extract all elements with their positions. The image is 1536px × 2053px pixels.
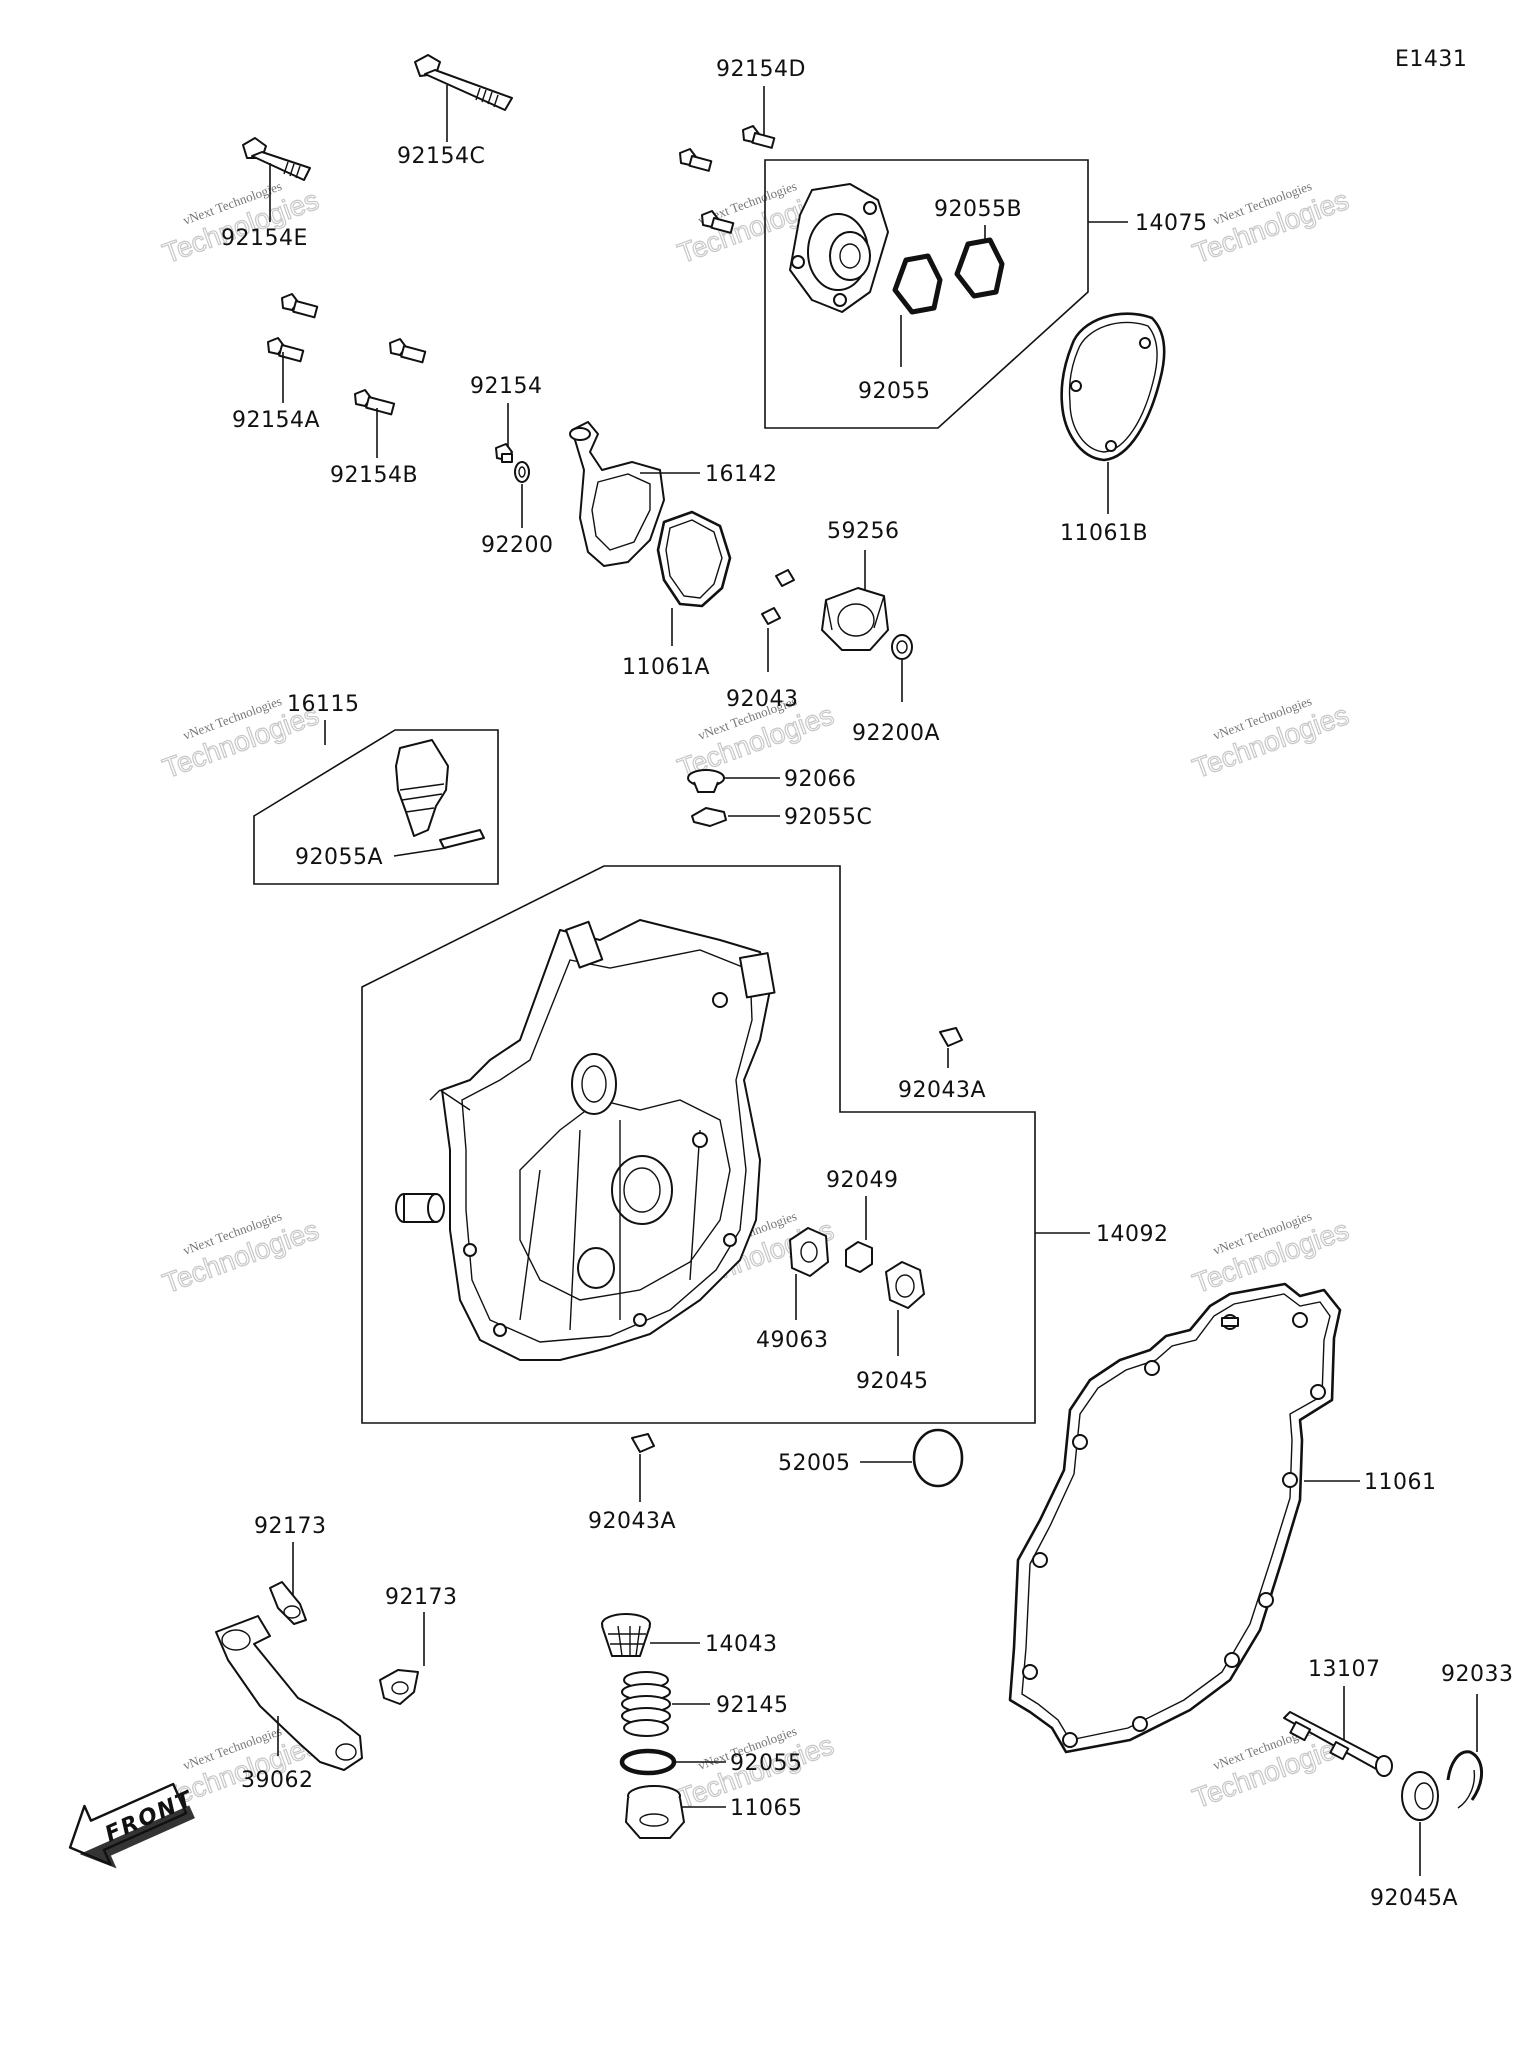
label-92043[interactable]: 92043: [726, 687, 799, 712]
label-14092[interactable]: 14092: [1096, 1222, 1169, 1247]
o-ring-92055B[interactable]: [954, 237, 1005, 299]
gasket-11061B[interactable]: [1060, 312, 1166, 462]
label-16142[interactable]: 16142: [705, 462, 778, 487]
o-ring-92055A[interactable]: [439, 829, 485, 849]
o-ring-92055-lower[interactable]: [619, 1748, 677, 1776]
label-92055B[interactable]: 92055B: [934, 197, 1022, 222]
label-52005[interactable]: 52005: [778, 1451, 851, 1476]
circlip-92033[interactable]: [1446, 1750, 1483, 1809]
watermark: vNext Technologies Technologies: [1188, 1208, 1353, 1300]
frame-14075: [764, 159, 1089, 429]
fitting-left[interactable]: [395, 1193, 445, 1223]
o-ring-52005[interactable]: [912, 1428, 964, 1488]
label-92055-upper[interactable]: 92055: [858, 379, 931, 404]
plug-16115[interactable]: [395, 739, 449, 837]
label-92033[interactable]: 92033: [1441, 1662, 1514, 1687]
nut-92049[interactable]: [845, 1241, 873, 1273]
rotor-59256[interactable]: [821, 587, 889, 651]
clamp-92173-a[interactable]: [269, 1581, 307, 1625]
label-13107[interactable]: 13107: [1308, 1657, 1381, 1682]
label-92043A-top[interactable]: 92043A: [898, 1078, 986, 1103]
bolt-small-3[interactable]: [389, 338, 427, 364]
label-92049[interactable]: 92049: [826, 1168, 899, 1193]
o-ring-92055C[interactable]: [691, 807, 727, 827]
crankcase-cover-14092[interactable]: [429, 919, 776, 1361]
label-92154[interactable]: 92154: [470, 374, 543, 399]
label-92173-a[interactable]: 92173: [254, 1514, 327, 1539]
oil-pump-housing[interactable]: [789, 183, 889, 313]
label-92154A[interactable]: 92154A: [232, 408, 320, 433]
label-92055-lower[interactable]: 92055: [730, 1751, 803, 1776]
bolt-92154E[interactable]: [242, 137, 311, 181]
spring-92145[interactable]: [621, 1671, 671, 1737]
pin-92043A-top[interactable]: [939, 1027, 963, 1047]
label-14043[interactable]: 14043: [705, 1632, 778, 1657]
watermark: vNext Technologies Technologies: [1188, 1723, 1353, 1815]
label-92145[interactable]: 92145: [716, 1693, 789, 1718]
plug-11065[interactable]: [625, 1785, 685, 1839]
front-arrow-icon: FRONT: [68, 1782, 198, 1869]
pin-92043-b[interactable]: [761, 607, 781, 625]
strainer-14043[interactable]: [601, 1613, 651, 1657]
bolt-92154D-2[interactable]: [679, 148, 713, 172]
plug-92066[interactable]: [687, 769, 725, 793]
bearing-92045A[interactable]: [1401, 1771, 1439, 1821]
frame-14092: [361, 865, 1036, 1424]
label-14075[interactable]: 14075: [1135, 211, 1208, 236]
label-92055C[interactable]: 92055C: [784, 805, 872, 830]
gasket-11061A[interactable]: [656, 510, 732, 608]
watermark: vNext Technologies Technologies: [158, 178, 323, 270]
label-92055A[interactable]: 92055A: [295, 845, 383, 870]
bolt-small-1[interactable]: [281, 293, 319, 319]
washer-92200A[interactable]: [891, 634, 913, 660]
label-92154B[interactable]: 92154B: [330, 463, 418, 488]
label-92200A[interactable]: 92200A: [852, 721, 940, 746]
label-92173-b[interactable]: 92173: [385, 1585, 458, 1610]
watermark: vNext Technologies Technologies: [1188, 178, 1353, 270]
hose-39062[interactable]: [215, 1615, 363, 1771]
label-49063[interactable]: 49063: [756, 1328, 829, 1353]
label-16115[interactable]: 16115: [287, 692, 360, 717]
label-92045[interactable]: 92045: [856, 1369, 929, 1394]
washer-92200[interactable]: [514, 461, 530, 483]
label-92200[interactable]: 92200: [481, 533, 554, 558]
watermark: vNext Technologies Technologies: [1188, 693, 1353, 785]
frame-16115: [253, 729, 499, 885]
label-92154D[interactable]: 92154D: [716, 57, 806, 82]
label-39062[interactable]: 39062: [241, 1768, 314, 1793]
bolt-small-4[interactable]: [354, 389, 396, 416]
shaft-13107[interactable]: [1283, 1711, 1393, 1777]
label-59256[interactable]: 59256: [827, 519, 900, 544]
watermark: vNext Technologies Technologies: [158, 1208, 323, 1300]
gear-49063[interactable]: [789, 1227, 829, 1277]
pin-92043-a[interactable]: [775, 569, 795, 587]
bolt-92154C[interactable]: [414, 54, 513, 111]
pin-92043A-bottom[interactable]: [631, 1433, 655, 1453]
label-92154C[interactable]: 92154C: [397, 144, 485, 169]
bearing-92045[interactable]: [885, 1261, 925, 1309]
o-ring-92055[interactable]: [892, 253, 943, 315]
bolt-92154D-1[interactable]: [742, 125, 776, 149]
label-92043A-bottom[interactable]: 92043A: [588, 1509, 676, 1534]
label-92045A[interactable]: 92045A: [1370, 1886, 1458, 1911]
label-11061[interactable]: 11061: [1364, 1470, 1437, 1495]
label-11061A[interactable]: 11061A: [622, 655, 710, 680]
label-92066[interactable]: 92066: [784, 767, 857, 792]
label-11061B[interactable]: 11061B: [1060, 521, 1148, 546]
bolt-92154D-3[interactable]: [701, 210, 735, 234]
label-11065[interactable]: 11065: [730, 1796, 803, 1821]
gasket-11061[interactable]: [1008, 1282, 1342, 1754]
bolt-92154[interactable]: [495, 443, 513, 463]
diagram-code: E1431: [1395, 47, 1467, 72]
cover-16142[interactable]: [569, 421, 665, 567]
label-92154E[interactable]: 92154E: [221, 226, 308, 251]
bolt-small-2[interactable]: [267, 337, 305, 363]
clamp-92173-b[interactable]: [379, 1669, 419, 1705]
